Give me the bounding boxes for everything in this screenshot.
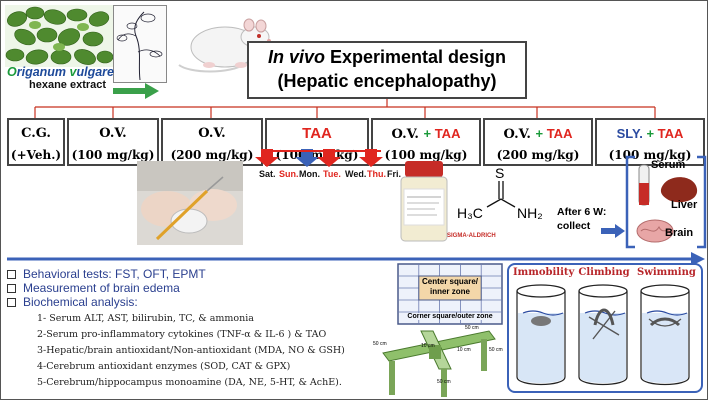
biochemical-item: 3-Hepatic/brain antioxidant/Non-antioxid… (37, 345, 345, 356)
title-in-vivo: In vivo (267, 47, 325, 67)
plant-name-species: ulgare (76, 65, 114, 79)
group-name: O.V. + TAA (485, 126, 591, 142)
oft-corner-label: Corner square/outer zone (399, 313, 501, 320)
botanical-sketch-image (113, 5, 167, 83)
group-box-6: O.V. + TAA (200 mg/kg) (483, 118, 593, 166)
biochemical-item: 5-Cerebrum/hippocampus monoamine (DA, NE… (37, 377, 342, 388)
day-mon: Mon. (299, 169, 320, 179)
extract-label: hexane extract (29, 79, 107, 91)
group-name-part: TAA (434, 126, 461, 141)
measure-item: Behavioral tests: FST, OFT, EPMT (23, 267, 206, 281)
epm-dim-low: 50 cm (437, 379, 451, 385)
serum-label: Serum (651, 159, 686, 171)
epm-dim-mid: 10 cm (421, 343, 435, 349)
plant-name-initial: O (7, 65, 17, 79)
measure-item: Measurement of brain edema (23, 281, 180, 295)
fst-label-immobility: Immobility (513, 267, 575, 278)
epm-dim-side: 10 cm (457, 347, 471, 353)
group-connector-lines (34, 99, 656, 118)
group-name: O.V. (163, 126, 261, 141)
group-box-2: O.V. (100 mg/kg) (67, 118, 159, 166)
brain-label: Brain (665, 227, 694, 239)
green-arrow-icon (113, 83, 159, 103)
epm-dim-left: 50 cm (373, 341, 387, 347)
fst-label-climbing: Climbing (578, 267, 630, 278)
group-dose: (100 mg/kg) (71, 148, 155, 162)
chem-nh2-label: NH₂ (517, 205, 543, 221)
checkbox-bullet-icon (7, 284, 16, 293)
liver-label: Liver (671, 199, 698, 211)
epm-dim-right: 50 cm (489, 347, 503, 353)
group-name: SLY. + TAA (597, 126, 703, 142)
day-tue: Tue. (323, 169, 341, 179)
schedule-bracket (261, 150, 381, 152)
group-dose: (200 mg/kg) (496, 148, 580, 162)
group-dose: (100 mg/kg) (384, 148, 468, 162)
day-thu: Thu. (367, 169, 386, 179)
checkbox-bullet-icon (7, 298, 16, 307)
oft-center-label: Center square/ inner zone (421, 277, 479, 296)
epm-dim-top: 50 cm (465, 325, 479, 331)
elevated-plus-maze (369, 323, 503, 399)
sigma-aldrich-logo: SIGMA-ALDRICH (447, 233, 496, 239)
plant-name-species-initial: v (69, 65, 77, 79)
group-name-part: TAA (546, 126, 573, 141)
timeline-arrow (7, 252, 705, 266)
biochemical-item: 4-Cerebrum antioxidant enzymes (SOD, CAT… (37, 361, 291, 372)
group-name-part: C.G. (21, 126, 51, 141)
title-experimental-design: Experimental design (324, 47, 507, 67)
group-box-1: C.G. (+Veh.) (7, 118, 65, 166)
group-dose: (+Veh.) (10, 148, 62, 162)
chem-s-label: S (495, 165, 505, 181)
group-name-part: TAA (657, 126, 684, 141)
thioacetamide-structure (453, 169, 543, 229)
taa-reagent-bottle (399, 159, 449, 243)
group-name-part: O.V. (503, 127, 536, 142)
collect-arrow-icon (601, 223, 625, 242)
group-dose: (200 mg/kg) (170, 148, 254, 162)
group-name-part: O.V. (391, 127, 424, 142)
collect-label: After 6 W: collect (557, 206, 607, 232)
group-name: O.V. (69, 126, 157, 141)
group-name-part: SLY. (616, 126, 647, 141)
plant-name-genus: riganum (16, 65, 70, 79)
day-fri: Fri. (387, 169, 402, 179)
plant-name: Origanum vulgare (7, 65, 114, 79)
group-name-part: + (423, 126, 435, 141)
group-name-part: + (646, 126, 658, 141)
fst-label-swimming: Swimming (637, 267, 696, 278)
group-name: O.V. + TAA (373, 126, 479, 142)
group-name: TAA (267, 126, 367, 142)
oral-gavage-photo (137, 161, 243, 245)
title-line-2: (Hepatic encephalopathy) (277, 71, 497, 91)
title-box: In vivo Experimental design (Hepatic enc… (247, 41, 527, 99)
day-sat: Sat. (259, 169, 276, 179)
day-wed: Wed. (345, 169, 367, 179)
group-name-part: O.V. (99, 126, 127, 141)
group-name: C.G. (9, 126, 63, 141)
dosing-arrows (255, 149, 383, 167)
group-name-part: TAA (302, 125, 332, 142)
oregano-plant-image (5, 5, 114, 67)
biochemical-item: 1- Serum ALT, AST, bilirubin, TC, & ammo… (37, 313, 254, 324)
title-line-1: In vivo Experimental design (249, 47, 525, 68)
group-dose: (100 mg/kg) (608, 148, 692, 162)
measure-item: Biochemical analysis: (23, 295, 138, 309)
chem-h3c-label: H₃C (457, 205, 483, 221)
forced-swim-test-panel (507, 263, 703, 393)
group-name-part: + (535, 126, 547, 141)
biochemical-item: 2-Serum pro-inflammatory cytokines (TNF-… (37, 329, 327, 340)
samples-bracket (625, 155, 707, 249)
checkbox-bullet-icon (7, 270, 16, 279)
day-sun: Sun. (279, 169, 299, 179)
group-name-part: O.V. (198, 126, 226, 141)
group-box-7: SLY. + TAA (100 mg/kg) (595, 118, 705, 166)
